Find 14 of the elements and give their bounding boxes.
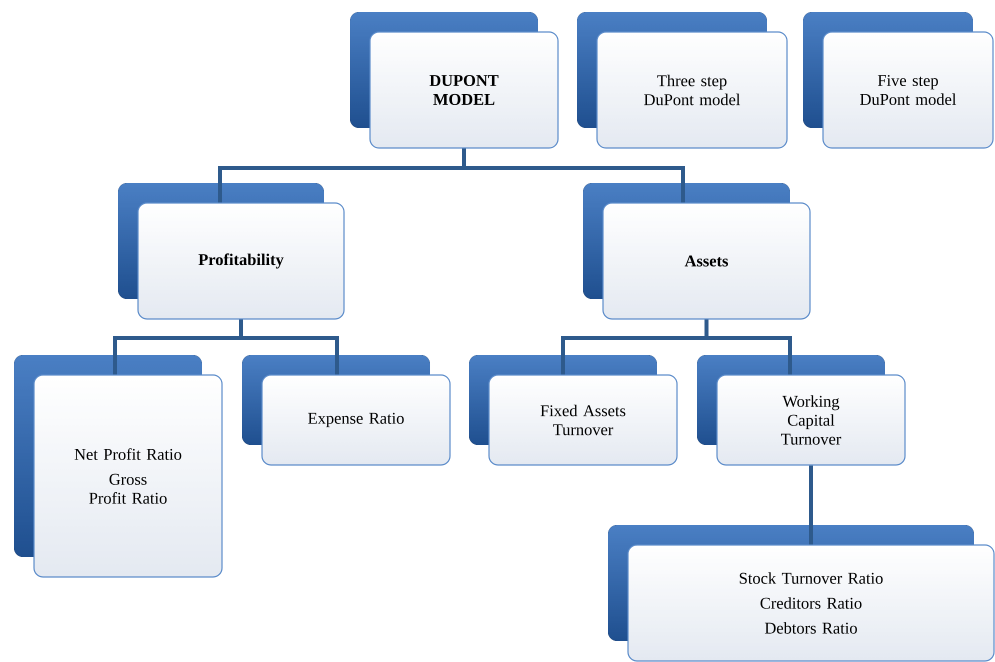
connector — [809, 466, 813, 544]
card: Stock Turnover Ratio Creditors Ratio Debtors Ratio — [608, 525, 995, 662]
card: DUPONT MODEL — [350, 12, 559, 149]
card: Profitability — [118, 183, 345, 320]
card: Expense Ratio — [242, 355, 451, 466]
card: Net Profit Ratio Gross Profit Ratio — [14, 355, 223, 578]
card: Working Capital Turnover — [697, 355, 906, 466]
card: Three step DuPont model — [577, 12, 788, 149]
connector — [239, 320, 339, 374]
card: Fixed Assets Turnover — [469, 355, 678, 466]
connector — [704, 320, 792, 374]
card: Assets — [583, 183, 811, 320]
connector — [462, 148, 685, 202]
card: Five step DuPont model — [803, 12, 994, 149]
